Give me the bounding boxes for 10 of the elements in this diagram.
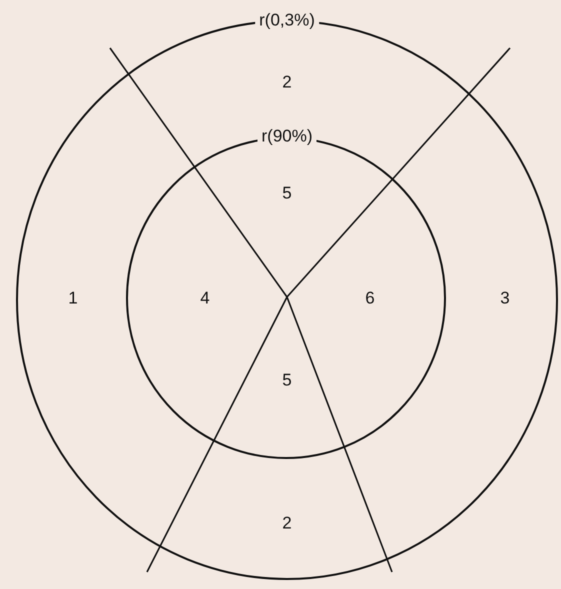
region-number: 2 [282,74,292,90]
region-number: 5 [282,184,292,202]
circle-label: r(90%) [258,128,316,144]
region-number: 3 [500,290,510,306]
region-number: 1 [68,290,78,306]
region-number: 2 [282,514,292,532]
region-number: 6 [365,290,375,306]
region-number: 5 [282,372,292,388]
region-number: 4 [200,290,210,306]
circle-label: r(0,3%) [255,12,319,28]
